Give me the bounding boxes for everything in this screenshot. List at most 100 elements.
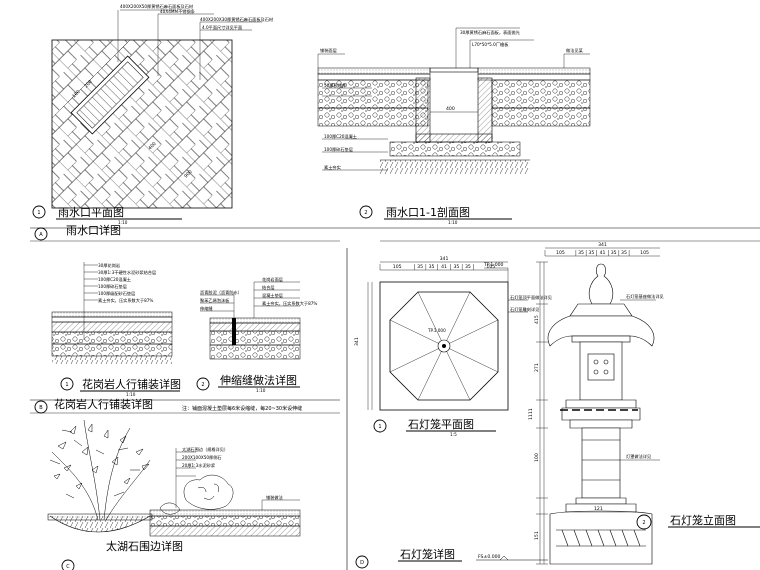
section-d-letter: D [360, 560, 364, 566]
d2-dim-seg-4: 41 [600, 250, 606, 256]
d2-number: 2 [642, 520, 645, 526]
p2-note-1: 30厚黄锈石麻石面板，表面抛光 [460, 29, 520, 36]
section-a-letter: A [39, 232, 43, 238]
c-note-4: 铺装做法 [266, 494, 283, 501]
section-b-title: 花岗岩人行铺装详图 [54, 397, 153, 411]
b1-note-4: 100厚碎石垫层 [98, 283, 127, 290]
d1-side-dim-total: 341 [354, 337, 360, 346]
b2-note-6: 混凝土垫层 [262, 292, 283, 299]
p2-note-8: 素土夯实 [324, 164, 341, 171]
panel-expansion-joint: 沥青胶泥（沥青防水） 聚苯乙烯泡沫板 伸缩缝 花岗岩面层 结合层 混凝土垫层 素… [196, 276, 317, 393]
d1-dim-seg-3: 35 [429, 264, 435, 270]
d2-title: 石灯笼立面图 [670, 513, 736, 527]
d2-dim-seg-1: 105 [556, 250, 565, 256]
d2-side-dim-1: 1111 [528, 408, 534, 420]
section-a-title: 雨水口详图 [66, 223, 121, 237]
d2-side-dim-2: 415 [534, 315, 540, 324]
panel-granite-paving: 30厚花岗岩 30厚1:3干硬性水泥砂浆结合层 100厚C20混凝土 100厚碎… [51, 262, 181, 397]
p1-scale: 1:10 [118, 220, 128, 225]
b2-note-4: 花岗岩面层 [262, 276, 283, 283]
b2-note-7: 素土夯实，压实系数大于87% [262, 300, 317, 307]
d2-side-dim-5: 151 [534, 531, 540, 540]
p2-scale: 1:10 [448, 220, 458, 225]
p2-dim-1: 400 [446, 106, 455, 112]
d1-dim-seg-4: 41 [441, 264, 447, 270]
c-letter: C [66, 564, 70, 570]
b2-number: 2 [201, 382, 204, 388]
panel-section-drain: 400 30厚黄锈石麻石面板，表面抛光 L70*50*5.0厂檐板 铺装面层 做… [317, 27, 591, 225]
p1-note-3: 400X200X30厚黄锈石麻石面板及石材 [200, 16, 273, 23]
section-d-header: D 石灯笼详图 [355, 547, 462, 569]
p2-note-5: 50厚预埋件 [324, 82, 346, 89]
b2-note-3: 伸缩缝 [200, 305, 213, 312]
section-d-title: 石灯笼详图 [400, 547, 455, 561]
d2-dim-total: 341 [598, 242, 607, 248]
d1-tp-top: TP.1.000 [483, 262, 504, 268]
p2-note-7: 100厚碎石垫层 [324, 146, 353, 153]
c-letter-bubble [61, 559, 75, 570]
d1-number: 1 [378, 424, 381, 430]
p2-note-6: 100厚C20混凝土 [324, 133, 357, 140]
d2-dim-seg-6: 35 [621, 250, 627, 256]
b2-note-2: 聚苯乙烯泡沫板 [200, 297, 230, 304]
d1-dim-total: 341 [440, 256, 449, 262]
p1-number: 1 [37, 210, 40, 216]
stone-lantern [547, 263, 655, 565]
d1-note-2: 石灯笼雕刻详见 [510, 306, 539, 313]
section-b-note: 注：铺面混凝土垫层每6米设缩缝，每20~30米设伸缝 [182, 405, 302, 412]
p1-number-bubble [32, 205, 46, 219]
d1-dim-seg-5: 35 [454, 264, 460, 270]
p2-number: 2 [364, 210, 367, 216]
d2-side-dim-4: 100 [534, 453, 540, 462]
taihu-stone [159, 474, 234, 515]
b1-note-1: 30厚花岗岩 [98, 262, 120, 269]
b2-title: 伸缩缝做法详图 [220, 373, 297, 387]
p2-note-4: 做法见某 [566, 47, 584, 54]
b1-title: 花岗岩人行铺装详图 [82, 377, 181, 391]
d1-dim-seg-2: 35 [417, 264, 423, 270]
b1-number-bubble [60, 377, 74, 391]
b1-note-3: 100厚C20混凝土 [98, 276, 131, 283]
panel-plan-drain: 400X200X50厚黄锈石麻石面板及石材 40X4MM不锈钢条 400X200… [32, 3, 273, 225]
d2-side-dim-3: 271 [534, 363, 540, 372]
b1-note-2: 30厚1:3干硬性水泥砂浆结合层 [98, 269, 156, 276]
b2-note-5: 结合层 [262, 284, 275, 291]
d2-base-dim: 121 [594, 506, 603, 512]
b1-scale: 1:10 [126, 392, 136, 397]
panel-taihu-stone: 太湖石围边（规格详见） 200X100X50厚侧石 20厚1:3水泥砂浆 铺装做… [47, 419, 301, 570]
c-note-2: 200X100X50厚侧石 [182, 454, 222, 461]
d1-note-1: 石灯笼顶平面做法详见 [510, 294, 552, 301]
d1-tp-center: TP.1.000 [427, 328, 446, 333]
c-title: 太湖石围边详图 [106, 539, 183, 553]
b2-note-1: 沥青胶泥（沥青防水） [200, 289, 242, 296]
b2-scale: 1:10 [256, 388, 266, 393]
p1-note-4: 4.0平面尺寸详见平面 [202, 24, 242, 31]
d2-dim-seg-5: 35 [611, 250, 617, 256]
p1-note-2: 40X4MM不锈钢条 [160, 8, 196, 15]
c-note-3: 20厚1:3水泥砂浆 [182, 462, 216, 469]
bamboo-plant [49, 419, 151, 521]
d2-note-1: 灯罩做法详见 [626, 453, 651, 460]
p2-number-bubble [359, 205, 373, 219]
d1-dim-seg-6: 35 [465, 264, 471, 270]
b2-number-bubble [196, 377, 210, 391]
p1-note-1: 400X200X50厚黄锈石麻石面板及石材 [120, 3, 193, 10]
d1-number-bubble [373, 419, 387, 433]
p2-note-2: L70*50*5.0厂檐板 [472, 41, 509, 48]
c-note-1: 太湖石围边（规格详见） [182, 446, 228, 453]
d1-dim-seg-1: 105 [393, 264, 402, 270]
d1-title: 石灯笼平面图 [408, 417, 474, 431]
p1-title: 雨水口平面图 [58, 206, 124, 219]
p1-dim-4: 900 [183, 169, 193, 179]
b1-number: 1 [65, 382, 68, 388]
p1-dim-2: 200 [83, 79, 93, 89]
d2-dim-seg-3: 35 [588, 250, 594, 256]
d2-dim-seg-2: 35 [578, 250, 584, 256]
section-a-header: A 雨水口详图 [30, 223, 760, 242]
p1-dim-3: 400 [147, 141, 157, 151]
